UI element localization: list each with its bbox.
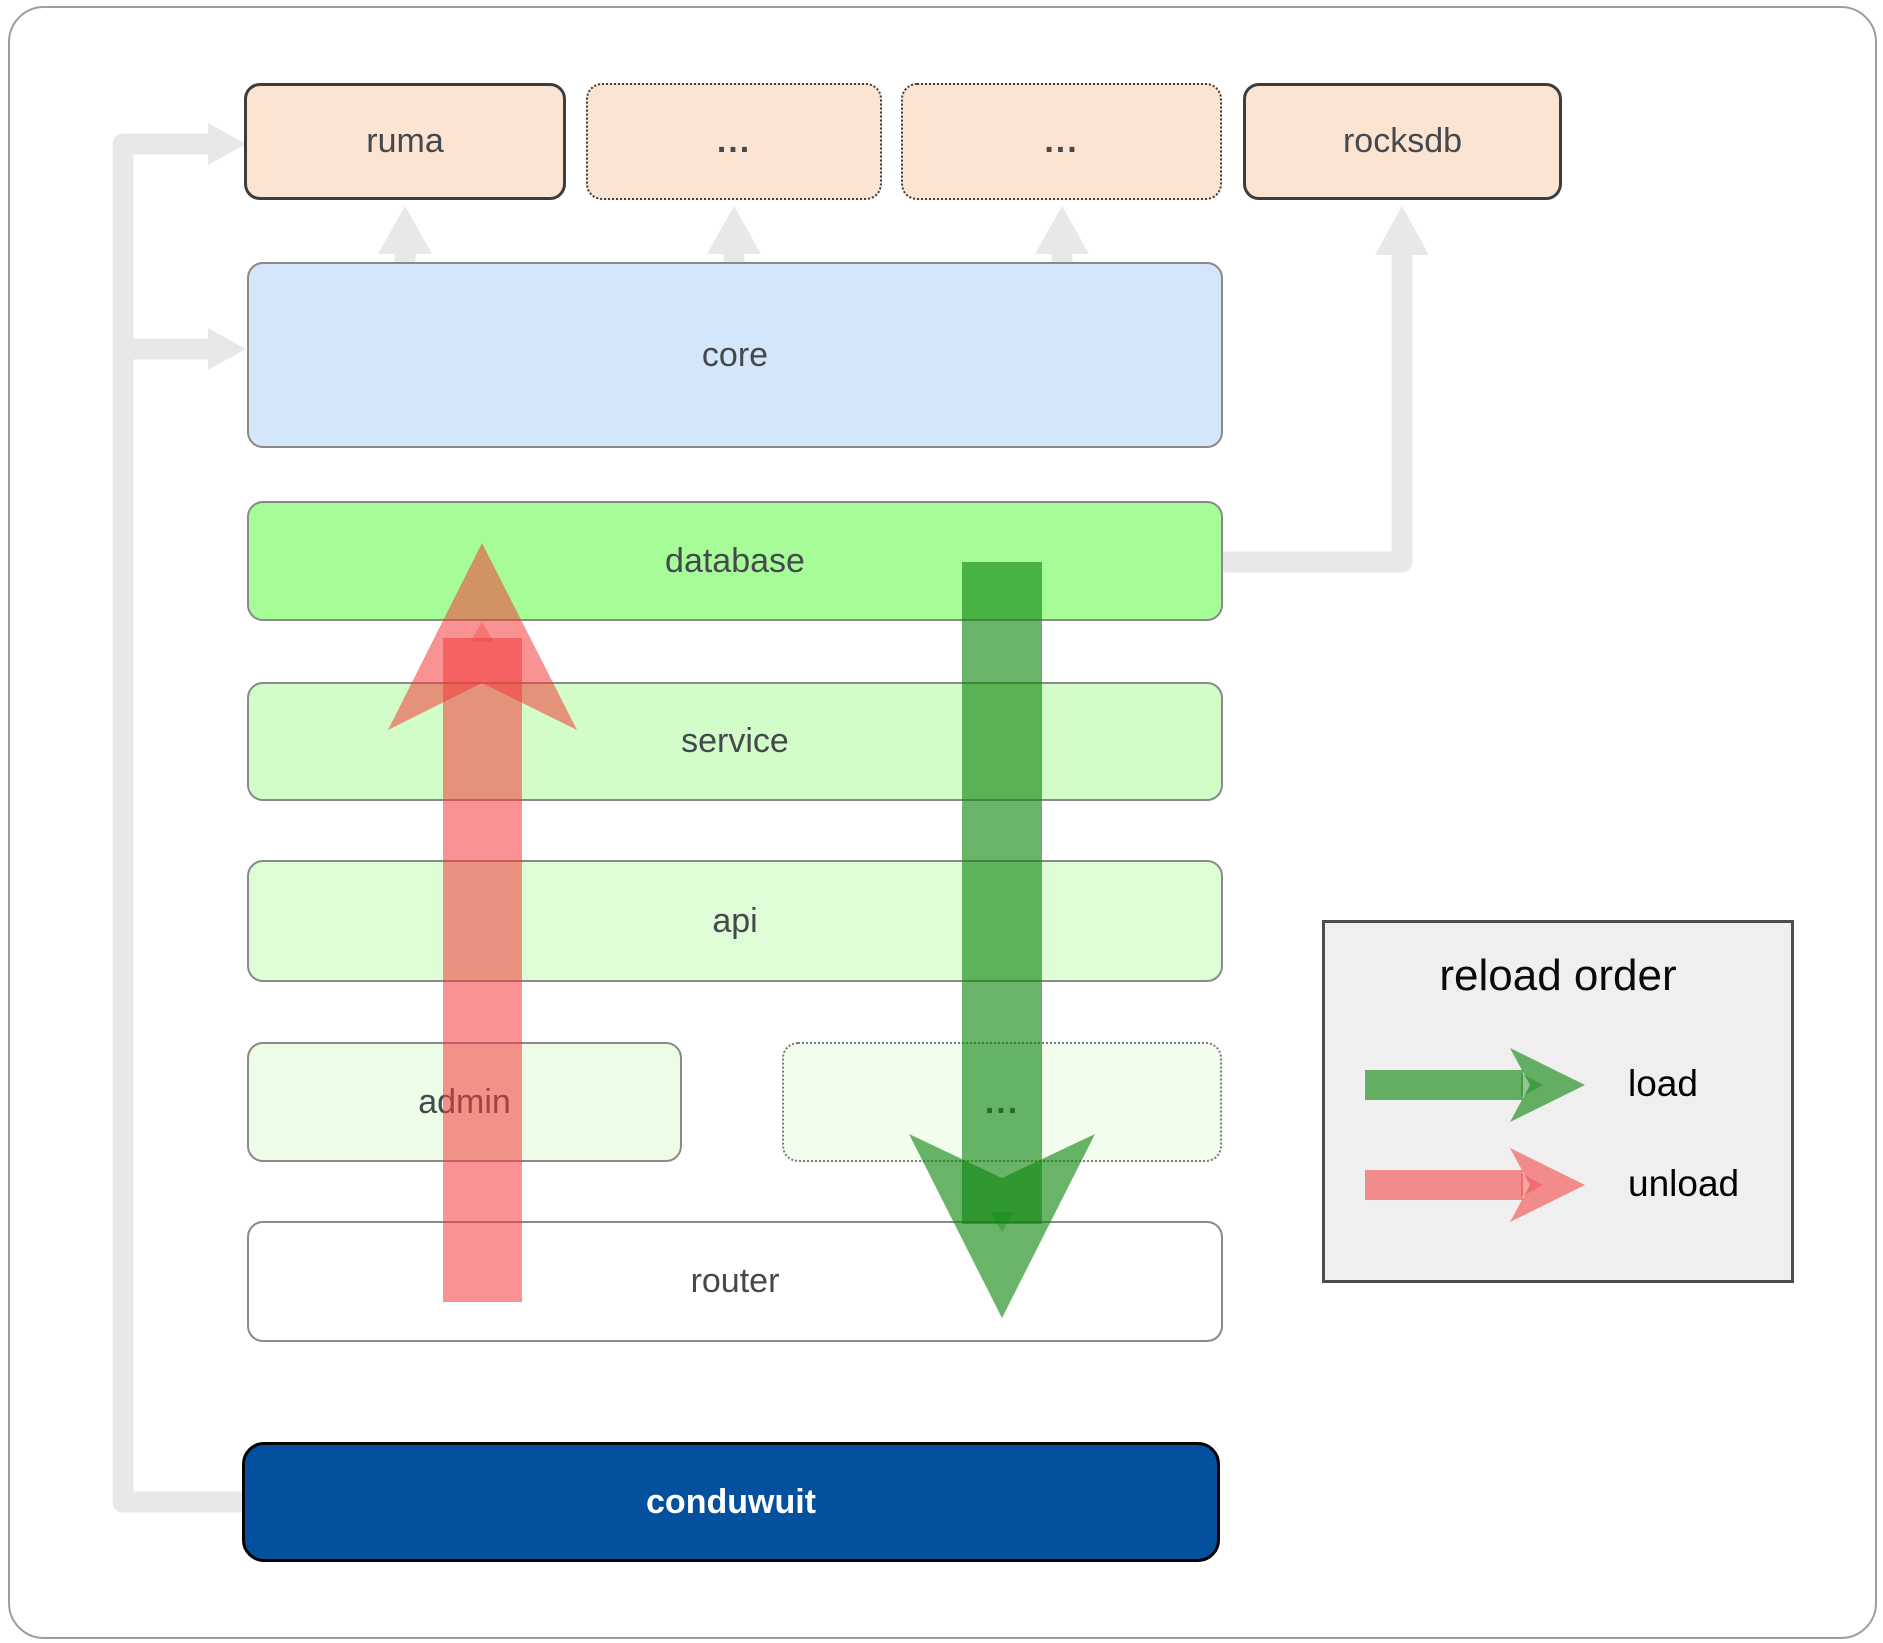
legend-unload-label: unload [1628, 1163, 1740, 1204]
node-core: core [247, 262, 1223, 448]
node-rocksdb: rocksdb [1243, 83, 1562, 200]
node-admin-more-label: ... [984, 1082, 1020, 1121]
legend-arrows [1365, 1048, 1585, 1222]
node-dependency-more-1-label: ... [716, 122, 752, 160]
node-dependency-more-2: ... [901, 83, 1222, 200]
node-ruma: ruma [244, 83, 566, 200]
legend-unload-arrow-icon [1365, 1148, 1585, 1222]
node-router-label: router [690, 1262, 780, 1300]
arrowhead-core-to-more1-icon [707, 206, 761, 254]
node-service-label: service [681, 722, 789, 760]
node-admin: admin [247, 1042, 682, 1162]
node-admin-more: ... [782, 1042, 1222, 1162]
node-dependency-more-1: ... [586, 83, 882, 200]
arrowhead-into-ruma-icon [208, 123, 246, 165]
node-service: service [247, 682, 1223, 801]
node-database-label: database [665, 541, 805, 580]
legend-reload-order: reload order load unload [1322, 920, 1794, 1283]
node-conduwuit-label: conduwuit [646, 1482, 816, 1521]
legend-title: reload order [1439, 951, 1677, 1000]
node-database: database [247, 501, 1223, 621]
node-conduwuit: conduwuit [242, 1442, 1220, 1562]
arrowhead-core-to-ruma-icon [378, 206, 432, 254]
node-api: api [247, 860, 1223, 982]
node-rocksdb-label: rocksdb [1342, 122, 1463, 160]
node-router: router [247, 1221, 1223, 1342]
node-core-label: core [701, 335, 769, 374]
arrowhead-into-rocksdb-icon [1375, 206, 1429, 255]
node-ruma-label: ruma [366, 122, 444, 160]
legend-load-arrow-icon [1365, 1048, 1585, 1122]
arrowhead-into-core-icon [208, 328, 246, 370]
node-api-label: api [712, 901, 758, 940]
database-rocksdb-connector [1222, 250, 1413, 573]
legend-load-label: load [1628, 1063, 1698, 1104]
conduwuit-spine-connector [112, 133, 246, 1513]
arrowhead-core-to-more2-icon [1035, 206, 1089, 254]
node-dependency-more-2-label: ... [1044, 122, 1079, 160]
node-admin-label: admin [418, 1082, 511, 1121]
